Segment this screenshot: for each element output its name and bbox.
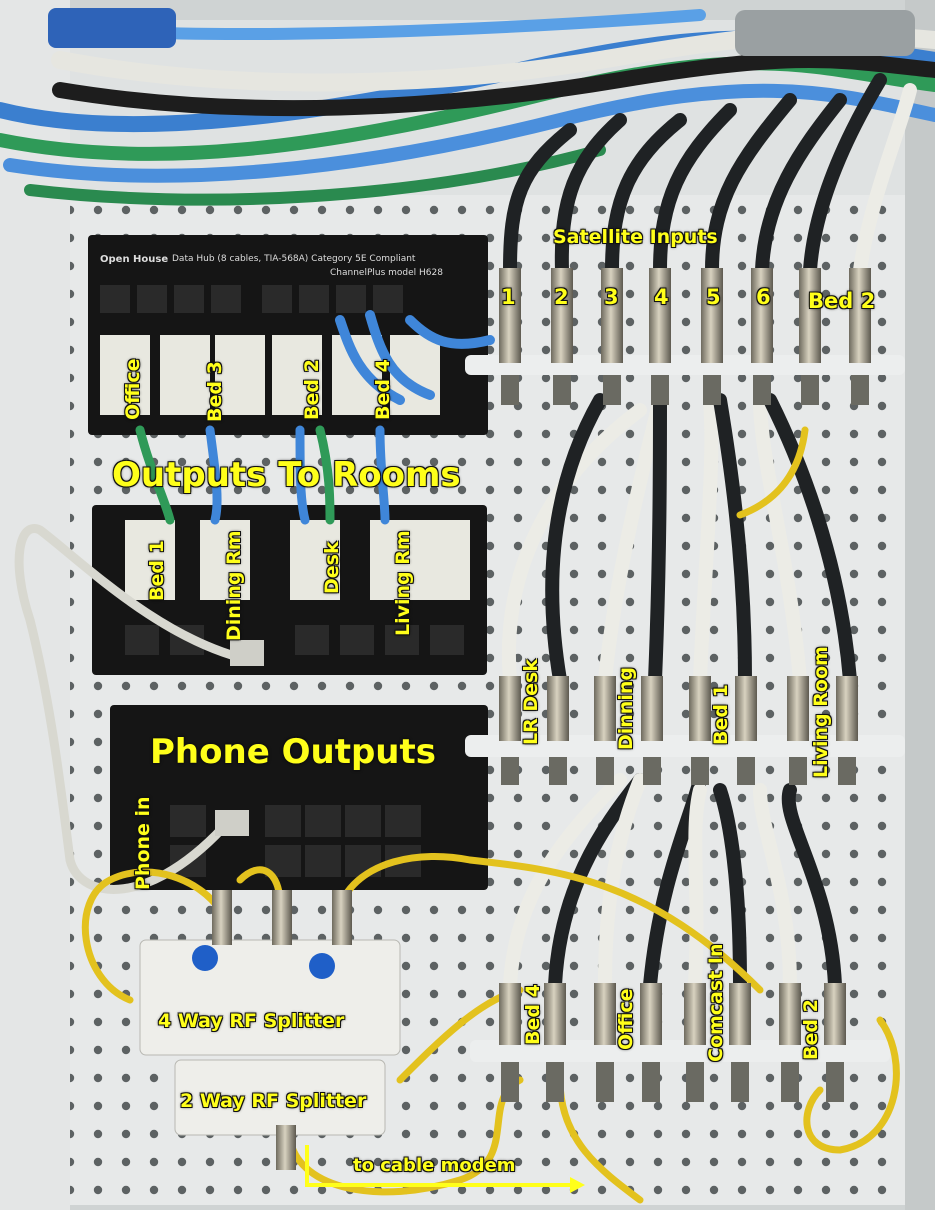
label-input-4: 4: [654, 285, 669, 309]
coax-bracket-bottom: [470, 1040, 890, 1062]
label-satellite-inputs: Satellite Inputs: [553, 226, 718, 248]
label-port-bed3: Bed 3: [204, 361, 226, 422]
label-input-5: 5: [706, 285, 721, 309]
label-input-3: 3: [604, 285, 619, 309]
label-input-6: 6: [756, 285, 771, 309]
label-coax-living-room: Living Room: [810, 646, 832, 778]
label-port-bed4: Bed 4: [372, 359, 394, 420]
label-port-desk: Desk: [321, 541, 343, 594]
label-coax-bed1: Bed 1: [710, 684, 732, 745]
arrow-to-modem: [305, 1145, 575, 1187]
label-to-cable-modem: to cable modem: [353, 1155, 516, 1176]
label-port-bed1: Bed 1: [146, 540, 168, 601]
label-port-office: Office: [122, 358, 144, 421]
four-way-splitter: [139, 939, 401, 1056]
label-coax-dinning: Dinning: [615, 667, 637, 750]
brand-logo: Open House: [100, 254, 169, 265]
label-two-way-splitter: 2 Way RF Splitter: [180, 1090, 367, 1112]
label-port-bed2: Bed 2: [301, 359, 323, 420]
label-input-1: 1: [501, 285, 516, 309]
coax-bracket-top: [465, 355, 905, 375]
data-hub-title: Data Hub (8 cables, TIA-568A) Category 5…: [172, 254, 416, 264]
label-phone-outputs: Phone Outputs: [150, 732, 436, 772]
label-coax-comcast-in: Comcast In: [705, 943, 727, 1062]
label-coax-lr-desk: LR Desk: [520, 659, 542, 745]
label-port-dining-rm: Dining Rm: [223, 530, 245, 642]
label-coax-bed4: Bed 4: [522, 984, 544, 1045]
label-phone-in: Phone in: [132, 796, 154, 890]
label-coax-bed2: Bed 2: [800, 999, 822, 1060]
label-input-bed2: Bed 2: [808, 289, 876, 313]
label-outputs-to-rooms: Outputs To Rooms: [112, 455, 461, 495]
label-port-living-rm: Living Rm: [392, 530, 414, 636]
label-four-way-splitter: 4 Way RF Splitter: [158, 1010, 345, 1032]
label-input-2: 2: [554, 285, 569, 309]
label-coax-office: Office: [615, 988, 637, 1051]
data-hub-model: ChannelPlus model H628: [330, 268, 443, 278]
